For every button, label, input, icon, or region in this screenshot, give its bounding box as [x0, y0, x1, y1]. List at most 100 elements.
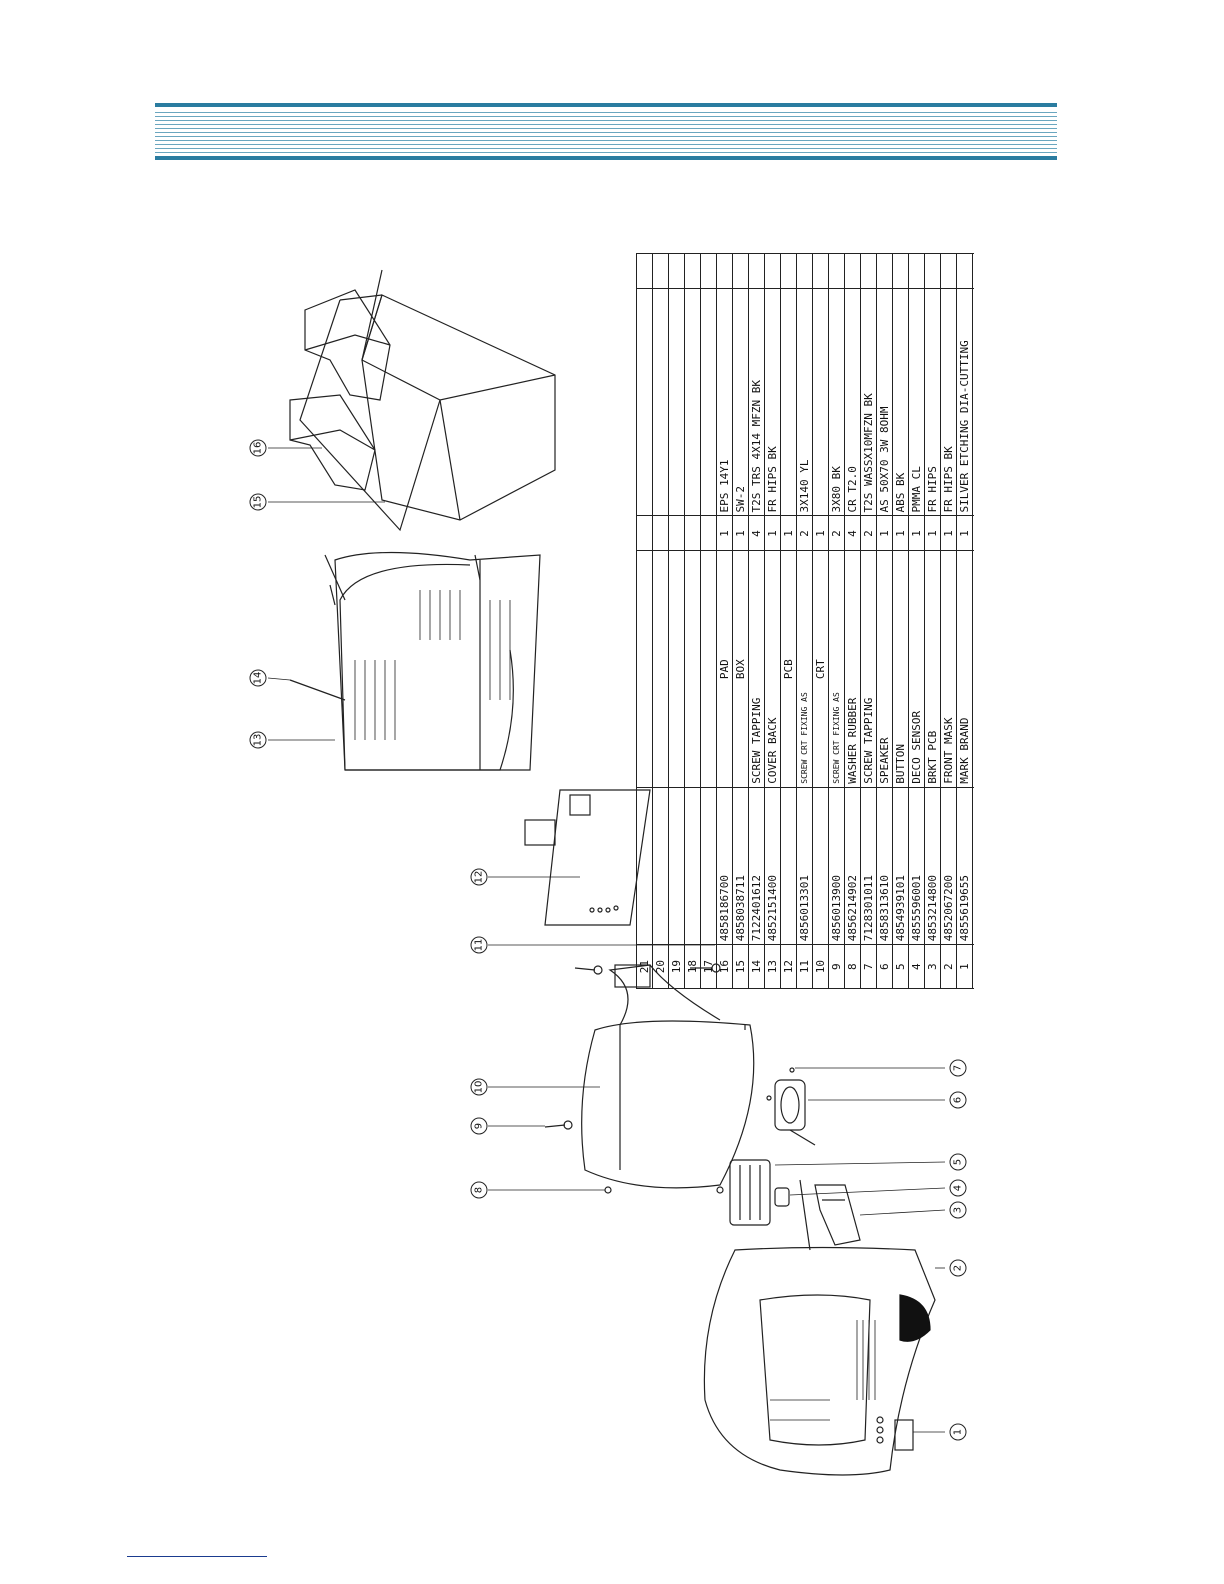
parts-cell-material: EPS 14Y1 [716, 288, 733, 516]
parts-cell-no: 14 [748, 944, 765, 989]
parts-cell-part-code: 4854939101 [892, 787, 909, 945]
parts-cell-remarks [828, 253, 845, 289]
pcb [524, 789, 651, 926]
parts-cell-part-code: 4856214902 [844, 787, 861, 945]
header-stripe [155, 156, 1057, 160]
callout-circle [949, 1091, 967, 1109]
parts-cell-qty: 1 [908, 516, 925, 551]
parts-cell-qty [636, 516, 653, 551]
parts-cell-no: 13 [764, 944, 781, 989]
parts-cell-part-name: CRT [812, 551, 829, 788]
parts-cell-no: 9 [828, 944, 845, 989]
parts-cell-remarks [668, 253, 685, 289]
parts-cell-remarks [908, 253, 925, 289]
parts-cell-part-name: FRONT MASK [940, 551, 957, 788]
callout-6: 6 [949, 1091, 967, 1109]
header-stripe [155, 144, 1057, 145]
callout-15: 15 [249, 493, 267, 511]
callout-8: 8 [470, 1181, 488, 1199]
header-band [155, 103, 1057, 161]
callout-label: 3 [953, 1207, 964, 1213]
callout-12: 12 [470, 868, 488, 886]
parts-cell-part-name: BRKT PCB [924, 551, 941, 788]
callout-3: 3 [949, 1201, 967, 1219]
header-stripe [155, 103, 1057, 107]
parts-cell-part-code: 4858313610 [876, 787, 893, 945]
parts-cell-qty: 2 [860, 516, 877, 551]
parts-table-row: 21 [636, 253, 653, 989]
parts-cell-material: T2S TRS 4X14 MFZN BK [748, 288, 765, 516]
parts-cell-qty: 1 [876, 516, 893, 551]
parts-cell-remarks [780, 253, 797, 289]
callout-label: 1 [953, 1429, 964, 1435]
parts-cell-no: 16 [716, 944, 733, 989]
parts-cell-material [780, 288, 797, 516]
callout-9: 9 [470, 1117, 488, 1135]
pad-upper [304, 289, 391, 401]
parts-cell-no: 7 [860, 944, 877, 989]
callout-16: 16 [249, 439, 267, 457]
parts-cell-part-code [668, 787, 685, 945]
parts-cell-remarks [748, 253, 765, 289]
callout-7: 7 [949, 1059, 967, 1077]
parts-cell-remarks [812, 253, 829, 289]
parts-cell-no: 20 [652, 944, 669, 989]
callout-circle [470, 868, 488, 886]
parts-cell-remarks [876, 253, 893, 289]
parts-cell-qty [684, 516, 701, 551]
parts-cell-part-code: 4852067200 [940, 787, 957, 945]
callout-label: 7 [953, 1065, 964, 1071]
parts-table-row: 17 [700, 253, 717, 989]
parts-cell-remarks [652, 253, 669, 289]
callout-circle [470, 1078, 488, 1096]
parts-cell-part-name: SCREW CRT FIXING AS [828, 551, 845, 788]
parts-cell-material: 3X80 BK [828, 288, 845, 516]
callout-circle [470, 936, 488, 954]
parts-cell-no: 15 [732, 944, 749, 989]
parts-cell-no: 1 [956, 944, 973, 989]
header-stripe [155, 132, 1057, 133]
parts-cell-part-code: 4856013301 [796, 787, 813, 945]
parts-cell-material: SILVER ETCHING DIA-CUTTING [956, 288, 973, 516]
parts-cell-qty: 1 [812, 516, 829, 551]
parts-header-remarks: REMARKS [972, 253, 974, 289]
screw-14 [289, 554, 481, 701]
parts-cell-qty: 1 [780, 516, 797, 551]
header-stripe [155, 136, 1057, 137]
parts-cell-part-name: PCB [780, 551, 797, 788]
header-stripe [155, 152, 1057, 153]
parts-cell-remarks [732, 253, 749, 289]
parts-cell-material: T2S WASSX10MFZN BK [860, 288, 877, 516]
callout-label: 11 [474, 939, 485, 952]
header-stripe [155, 112, 1057, 113]
header-stripe [155, 120, 1057, 121]
parts-cell-part-name: SCREW TAPPING [748, 551, 765, 788]
parts-cell-qty: 1 [940, 516, 957, 551]
parts-cell-part-name: DECO SENSOR [908, 551, 925, 788]
parts-cell-no: 8 [844, 944, 861, 989]
parts-cell-remarks [716, 253, 733, 289]
parts-cell-remarks [796, 253, 813, 289]
parts-cell-qty: 2 [828, 516, 845, 551]
pcb-bracket [814, 1184, 861, 1246]
parts-cell-material [812, 288, 829, 516]
parts-cell-part-name: WASHER RUBBER [844, 551, 861, 788]
parts-cell-no: 19 [668, 944, 685, 989]
parts-cell-part-code: 4852151400 [764, 787, 781, 945]
parts-cell-no: 4 [908, 944, 925, 989]
button-strip [729, 1159, 771, 1226]
callout-label: 10 [474, 1081, 485, 1094]
parts-cell-part-code: 4856013900 [828, 787, 845, 945]
parts-cell-material: ABS BK [892, 288, 909, 516]
header-stripe [155, 128, 1057, 129]
parts-header-part-code: PART CORD [972, 787, 974, 945]
